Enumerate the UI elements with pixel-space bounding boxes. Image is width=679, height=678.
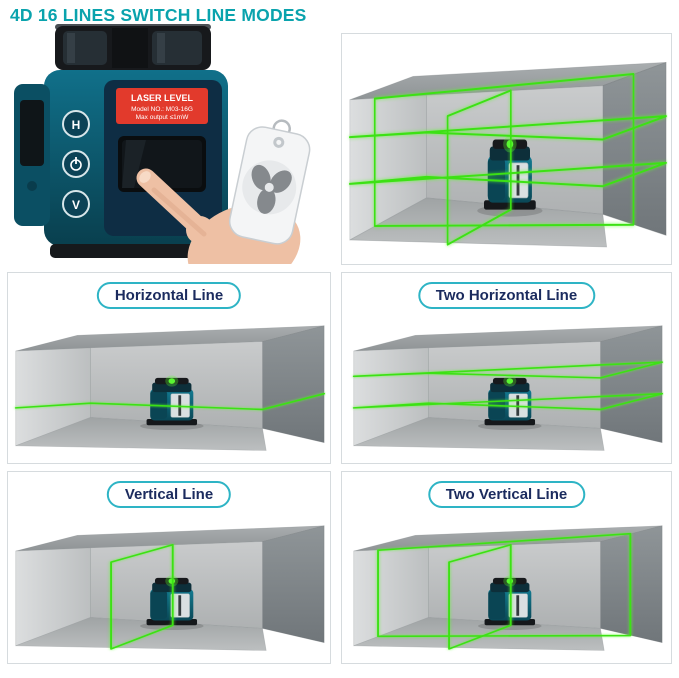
sticker-line3: Max output ≤1mW: [136, 114, 190, 121]
sticker-line2: Model NO.: M03-16G: [131, 106, 193, 113]
device-photo: H V LASER LEVEL Model NO.: M03-16G Max o…: [14, 24, 228, 258]
fingernail: [139, 171, 151, 183]
warning-sticker: LASER LEVEL Model NO.: M03-16G Max outpu…: [116, 88, 208, 124]
product-photo: H V LASER LEVEL Model NO.: M03-16G Max o…: [14, 24, 311, 264]
button-v-label: V: [72, 198, 80, 212]
panel-vertical-line: Vertical Line: [7, 471, 331, 664]
room-illustration-all-lines: [348, 61, 667, 248]
sticker-line1: LASER LEVEL: [131, 93, 194, 103]
mode-label-horizontal: Horizontal Line: [96, 282, 242, 309]
room-illustration-horizontal: [14, 325, 326, 451]
button-h[interactable]: H: [62, 110, 90, 138]
power-icon: [70, 157, 82, 171]
panel-two-horizontal-line: Two Horizontal Line: [341, 272, 672, 464]
page-title: 4D 16 LINES SWITCH LINE MODES: [10, 5, 307, 25]
room-illustration-two-horizontal: [352, 325, 663, 451]
remote-button-bottom[interactable]: [255, 186, 278, 215]
mode-label-two-horizontal: Two Horizontal Line: [417, 282, 596, 309]
laser-lines-all: [348, 73, 667, 246]
remote-control: [228, 119, 311, 245]
panel-all-lines: [341, 33, 672, 265]
room-illustration-two-vertical: [352, 525, 662, 651]
mode-label-two-vertical: Two Vertical Line: [427, 481, 586, 508]
panel-two-vertical-line: Two Vertical Line: [341, 471, 672, 664]
power-button[interactable]: [62, 150, 90, 178]
button-h-label: H: [72, 118, 81, 132]
remote-button-right[interactable]: [265, 166, 296, 197]
remote-button-left[interactable]: [248, 162, 274, 193]
button-v[interactable]: V: [62, 190, 90, 218]
panel-horizontal-line: Horizontal Line: [7, 272, 331, 464]
laser-lines-vertical: [110, 543, 174, 650]
laser-lines-two-horizontal: [352, 361, 663, 411]
mode-label-vertical: Vertical Line: [106, 481, 232, 508]
room-illustration-vertical: [15, 525, 325, 651]
laser-lines-horizontal: [14, 392, 326, 411]
laser-lines-two-vertical: [376, 532, 631, 650]
